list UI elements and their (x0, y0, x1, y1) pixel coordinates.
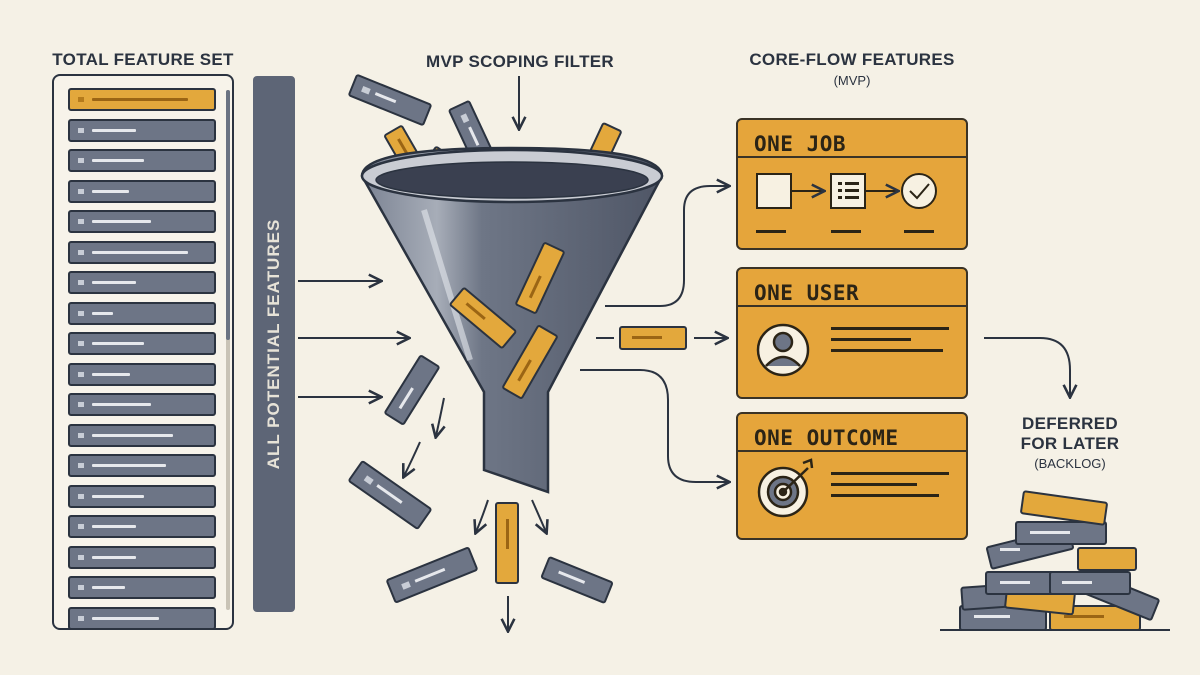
feature-row-marker (78, 219, 84, 224)
feature-row-marker (78, 554, 84, 560)
output-arrows (580, 186, 728, 482)
card-divider (738, 156, 966, 158)
feature-row[interactable] (68, 606, 216, 630)
target-icon (757, 458, 814, 518)
feature-row[interactable] (68, 210, 216, 233)
feature-set-title: TOTAL FEATURE SET (52, 50, 234, 69)
user-icon (756, 323, 810, 377)
feature-row-text-line (92, 403, 151, 406)
feature-row[interactable] (68, 362, 216, 386)
feature-row-text-line (92, 433, 173, 437)
feature-row-marker (78, 585, 84, 590)
feature-row-text-line (92, 616, 159, 620)
feature-row-text-line (92, 281, 136, 284)
feature-row-marker (78, 97, 84, 102)
card-one-job-title: ONE JOB (754, 132, 847, 156)
feature-row-text-line (92, 220, 151, 223)
feature-row[interactable] (68, 179, 216, 203)
feature-row-marker (78, 493, 84, 499)
output-chip (619, 326, 687, 350)
feature-row-marker (78, 524, 84, 529)
card1-lines (756, 230, 934, 233)
scrollbar-thumb[interactable] (226, 90, 230, 340)
deferred-title-line1: DEFERRED (1022, 414, 1118, 433)
feature-row-marker (78, 341, 84, 346)
feature-row-marker (78, 310, 84, 316)
filter-title: MVP SCOPING FILTER (425, 52, 614, 71)
card-one-user-title: ONE USER (754, 281, 860, 305)
feature-row-text-line (92, 464, 166, 467)
deferred-arrow (984, 337, 1070, 396)
feature-row-text-line (92, 98, 188, 101)
feature-row-text-line (92, 250, 188, 254)
card-divider (738, 450, 966, 452)
feature-row[interactable] (68, 149, 216, 172)
feature-row[interactable] (68, 332, 216, 355)
deferred-subtitle: (BACKLOG) (1034, 456, 1106, 471)
feature-row-marker (78, 371, 84, 377)
feature-row-marker (78, 615, 84, 621)
feature-row-marker (78, 127, 84, 133)
feature-row[interactable] (68, 393, 216, 416)
feature-row[interactable] (68, 301, 216, 325)
feature-row-marker (78, 249, 84, 255)
card-divider (738, 305, 966, 307)
drop-arrows (404, 397, 546, 630)
feature-row-marker (78, 432, 84, 438)
core-subtitle: (MVP) (833, 73, 871, 88)
card-one-outcome-title: ONE OUTCOME (754, 426, 899, 450)
funnel-chips (449, 242, 565, 399)
feature-row-marker (78, 402, 84, 407)
feature-row-text-line (92, 372, 130, 376)
all-features-bar (253, 76, 295, 612)
feature-row[interactable] (68, 88, 216, 111)
feature-row-text-line (92, 128, 136, 132)
feature-row[interactable] (68, 423, 216, 447)
deferred-title-line2: FOR LATER (1020, 434, 1120, 453)
feature-row-text-line (92, 159, 144, 162)
intake-arrows (298, 281, 408, 397)
feature-row[interactable] (68, 484, 216, 508)
feature-row-marker (78, 188, 84, 194)
funnel-icon (360, 146, 664, 494)
rejected-chips (348, 355, 614, 604)
feature-row-text-line (92, 525, 136, 528)
feature-row-marker (78, 280, 84, 285)
backlog-pile (940, 490, 1170, 631)
feature-row-text-line (92, 555, 136, 559)
feature-row[interactable] (68, 454, 216, 477)
feature-row-text-line (92, 494, 144, 498)
scrollbar-track[interactable] (226, 90, 230, 610)
feature-row-text-line (92, 189, 129, 193)
feature-row[interactable] (68, 271, 216, 294)
feature-row[interactable] (68, 576, 216, 599)
feature-row[interactable] (68, 545, 216, 569)
feature-row-text-line (92, 311, 113, 315)
feature-row-marker (78, 463, 84, 468)
feature-row[interactable] (68, 118, 216, 142)
core-title: CORE-FLOW FEATURES (749, 50, 955, 69)
feature-row-text-line (92, 586, 125, 589)
feature-row-marker (78, 158, 84, 163)
flow-icon (756, 173, 937, 209)
card3-lines (831, 472, 949, 497)
feature-row-text-line (92, 342, 144, 345)
feature-row[interactable] (68, 240, 216, 264)
feature-row[interactable] (68, 515, 216, 538)
card2-lines (831, 327, 949, 352)
